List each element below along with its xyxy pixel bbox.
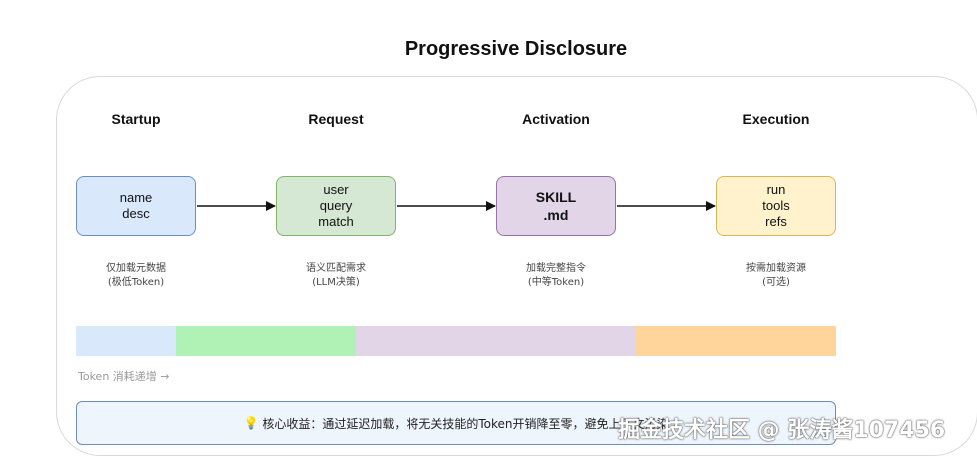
node-activation: SKILL .md [496, 176, 616, 236]
token-bar-activation [356, 326, 636, 356]
note-request: 语义匹配需求 (LLM决策) [306, 263, 366, 288]
token-axis-label: Token 消耗递增 → [78, 370, 170, 383]
node-execution: run tools refs [716, 176, 836, 236]
phase-label-activation: Activation [522, 111, 590, 127]
summary-text: 核心收益：通过延迟加载，将无关技能的Token开销降至零，避免上下文污染 [262, 416, 669, 431]
phase-label-request: Request [308, 111, 364, 127]
node-line: tools [762, 198, 790, 213]
node-line: desc [122, 206, 150, 221]
note-startup: 仅加载元数据 (极低Token) [106, 263, 166, 288]
note-activation: 加载完整指令 (中等Token) [526, 263, 586, 288]
diagram-frame [56, 76, 977, 456]
token-bar-startup [76, 326, 176, 356]
node-line: user [323, 182, 349, 197]
phase-label-startup: Startup [111, 111, 161, 127]
lightbulb-icon: 💡 [243, 416, 259, 430]
summary-callout: 💡 核心收益：通过延迟加载，将无关技能的Token开销降至零，避免上下文污染 [76, 401, 836, 445]
node-line: refs [765, 214, 787, 229]
node-request: user query match [276, 176, 396, 236]
note-execution: 按需加载资源 (可选) [746, 263, 806, 288]
token-bar-execution [636, 326, 836, 356]
node-line: .md [543, 207, 569, 223]
token-bar-request [176, 326, 356, 356]
diagram-title: Progressive Disclosure [404, 38, 628, 60]
node-startup: name desc [76, 176, 196, 236]
node-line: name [119, 190, 153, 205]
phase-label-execution: Execution [742, 111, 810, 127]
node-line: SKILL [535, 189, 577, 205]
node-line: query [319, 198, 353, 213]
node-line: match [318, 214, 354, 229]
node-line: run [766, 182, 786, 197]
watermark: 掘金技术社区 @ 张涛酱107456 [618, 418, 946, 443]
